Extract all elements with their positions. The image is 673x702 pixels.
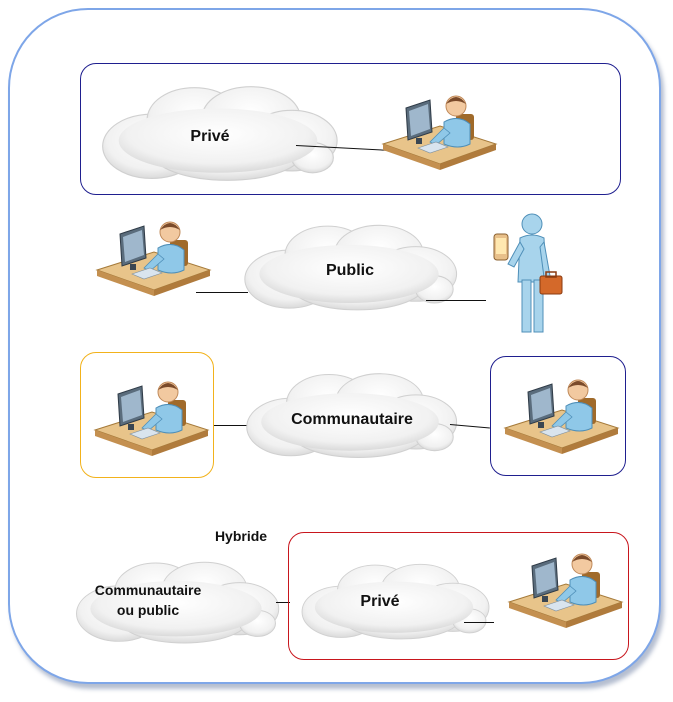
hybrid-left-cloud-label: Communautaire ou public bbox=[94, 582, 202, 618]
desk-user-icon bbox=[504, 544, 624, 634]
community-right-box bbox=[490, 356, 626, 476]
community-left-box bbox=[80, 352, 214, 478]
hybrid-link-connector bbox=[276, 602, 290, 603]
hybrid-title: Hybride bbox=[214, 528, 268, 544]
public-left-connector bbox=[196, 292, 248, 293]
private-cloud-box bbox=[80, 63, 621, 195]
desk-user-icon bbox=[378, 86, 498, 176]
desk-user-icon bbox=[500, 370, 620, 460]
desk-user-icon bbox=[90, 372, 210, 462]
private-cloud-label: Privé bbox=[190, 128, 230, 145]
hybrid-private-box bbox=[288, 532, 629, 660]
hybrid-private-cloud-label: Privé bbox=[360, 593, 400, 610]
community-left-connector bbox=[214, 425, 254, 426]
public-right-connector bbox=[426, 300, 486, 301]
community-cloud-label: Communautaire bbox=[291, 411, 413, 428]
mobile-user-icon bbox=[488, 210, 568, 340]
desk-user-icon bbox=[92, 212, 212, 302]
hybrid-private-connector bbox=[464, 622, 494, 623]
public-cloud-label: Public bbox=[325, 262, 374, 279]
